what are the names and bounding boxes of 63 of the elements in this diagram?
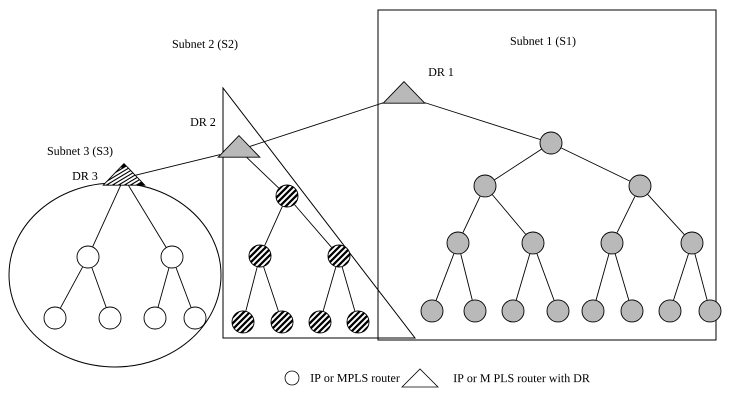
link-line (436, 253, 454, 301)
router-label: DR 2 (190, 118, 216, 126)
router-circle (144, 306, 166, 330)
link-line (176, 267, 192, 308)
link-line (516, 254, 530, 300)
link-line (264, 206, 283, 246)
subnet-title: Subnet 2 (S2) (172, 40, 238, 50)
link-line (60, 266, 84, 308)
link-line (614, 254, 630, 300)
router-circle (582, 300, 604, 322)
router-circle (502, 300, 524, 322)
router-circle (522, 232, 544, 254)
link-line (462, 196, 481, 234)
router-circle (44, 306, 66, 330)
router-circle (184, 306, 206, 330)
subnet-title: Subnet 1 (S1) (510, 36, 576, 48)
link-line (294, 204, 332, 248)
link-line (492, 194, 526, 235)
router-circle (446, 232, 470, 254)
link-line (246, 157, 280, 189)
link-line (694, 254, 708, 300)
router-circle (98, 306, 122, 330)
legend-label: IP or M PLS router with DR (454, 374, 590, 382)
router-circle (546, 300, 570, 322)
legend-label: IP or MPLS router (310, 374, 400, 382)
router-circle (680, 232, 704, 254)
link-line (647, 194, 685, 235)
link-line (560, 148, 630, 182)
link-line (494, 148, 542, 180)
router-label: DR 1 (428, 68, 454, 76)
router-circle (600, 232, 624, 254)
link-line (536, 253, 554, 301)
router-circle (160, 246, 184, 268)
subnet-title: Subnet 3 (S3) (48, 146, 112, 158)
router-circle (658, 300, 682, 322)
router-circle (328, 244, 350, 268)
link-line (342, 266, 356, 312)
link-line (673, 253, 689, 301)
router-label: DR 3 (72, 172, 98, 180)
router-circle (276, 184, 298, 208)
link-line (460, 254, 473, 300)
link-line (616, 196, 636, 234)
link-line (92, 185, 122, 248)
link-line (263, 266, 279, 312)
router-circle (248, 244, 272, 268)
router-circle (474, 174, 496, 198)
link-line (135, 154, 221, 176)
router-circle (420, 300, 444, 322)
router-circle (346, 310, 370, 334)
link-line (128, 185, 167, 248)
link-line (322, 266, 336, 312)
link-line (158, 268, 170, 308)
router-circle (464, 300, 486, 322)
router-circle (628, 174, 652, 198)
router-circle (620, 300, 644, 322)
router-circle (698, 300, 722, 322)
router-circle (76, 246, 100, 268)
link-line (245, 266, 258, 312)
link-line (424, 102, 541, 140)
link-line (596, 254, 610, 300)
link-line (91, 267, 107, 308)
router-circle (540, 132, 562, 154)
link-line (250, 102, 384, 147)
